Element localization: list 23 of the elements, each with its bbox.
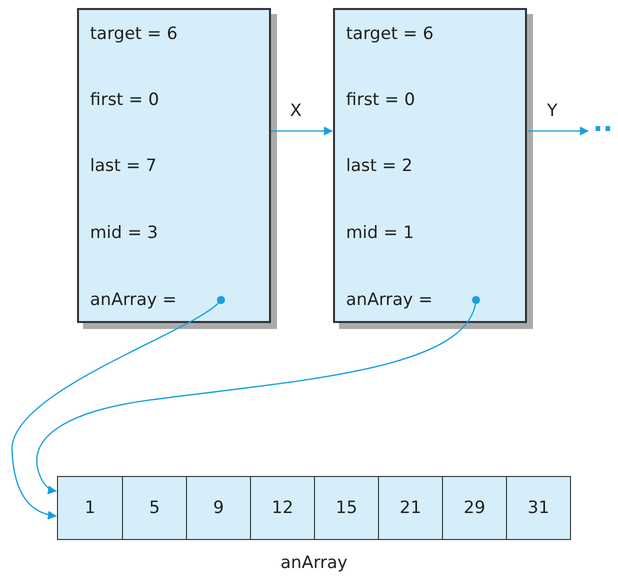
array-slot: 21 [378, 477, 442, 539]
variable-label: target = 6 [90, 24, 178, 44]
variable-label: first = 0 [90, 90, 160, 110]
array-slot: 1 [58, 477, 122, 539]
array-slot: 9 [186, 477, 250, 539]
variable-label: first = 0 [346, 90, 416, 110]
array-slot: 15 [314, 477, 378, 539]
arrow [271, 126, 333, 136]
variable-label: last = 2 [346, 156, 413, 176]
variable-label: mid = 3 [90, 223, 158, 243]
arrow [528, 126, 589, 136]
variable-label: last = 7 [90, 156, 157, 176]
array-slot: 31 [506, 477, 570, 539]
array-slot: 29 [442, 477, 506, 539]
variable-label: target = 6 [346, 24, 434, 44]
variable-label: mid = 1 [346, 223, 414, 243]
pointer-arrow [36, 296, 480, 494]
array-box [57, 476, 571, 540]
variable-label: anArray = [90, 290, 177, 310]
array-slot: 5 [122, 477, 186, 539]
variable-label: anArray = [346, 290, 433, 310]
array-slot: 12 [250, 477, 314, 539]
pointer-arrow [11, 296, 225, 520]
